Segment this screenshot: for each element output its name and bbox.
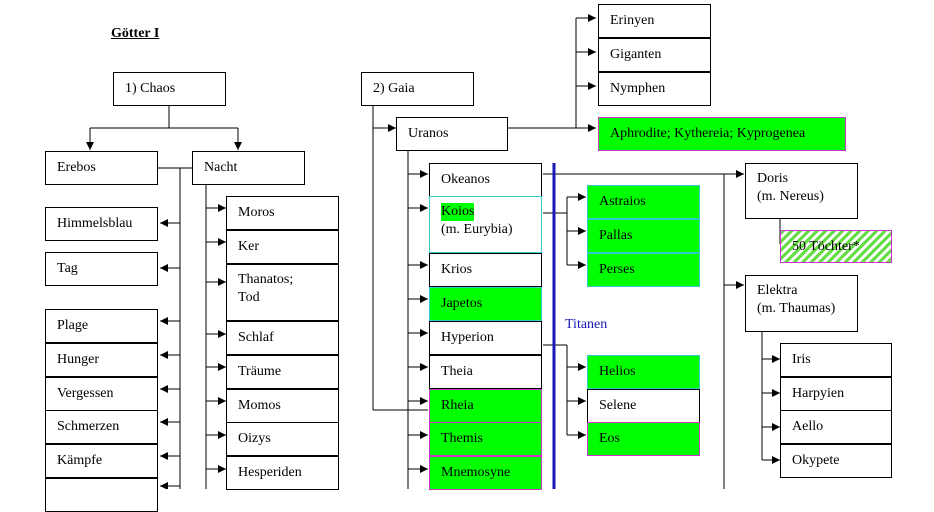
node-plage: Plage [45,309,158,343]
node-helios: Helios [587,355,700,389]
node-thanatos: Thanatos; Tod [226,264,339,321]
node-erebos: Erebos [45,151,158,185]
node-pallas: Pallas [587,219,700,253]
node-elektra-line2: (m. Thaumas) [757,300,836,316]
node-okypete: Okypete [780,444,892,478]
node-japetos: Japetos [429,287,542,321]
node-eos: Eos [587,422,700,456]
node-iris: Iris [780,343,892,377]
node-theia: Theia [429,355,542,389]
node-harpyien: Harpyien [780,377,892,411]
node-momos: Momos [226,389,339,423]
node-giganten: Giganten [598,38,711,72]
node-themis: Themis [429,422,542,456]
node-thanatos-line2: Tod [238,289,260,305]
node-selene: Selene [587,389,700,423]
node-hesperiden: Hesperiden [226,456,339,490]
node-vergessen: Vergessen [45,377,158,411]
node-astraios: Astraios [587,185,700,219]
node-elektra-line1: Elektra [757,283,798,298]
node-doris-line2: (m. Nereus) [757,188,824,204]
node-chaos: 1) Chaos [113,72,226,106]
node-koios: Koios (m. Eurybia) [429,196,542,253]
node-aello: Aello [780,410,892,444]
node-traeume: Träume [226,355,339,389]
node-hyperion: Hyperion [429,321,542,355]
node-doris: Doris (m. Nereus) [745,163,858,219]
node-okeanos: Okeanos [429,163,542,197]
node-rheia: Rheia [429,389,542,423]
diagram-title: Götter I [111,26,160,41]
node-doris-line1: Doris [757,171,789,186]
node-elektra: Elektra (m. Thaumas) [745,275,858,332]
node-koios-line1: Koios [441,203,475,221]
node-koios-line2: (m. Eurybia) [441,221,513,237]
node-kaempfe: Kämpfe [45,444,158,478]
titanen-label: Titanen [565,317,608,332]
node-oizys: Oizys [226,422,339,456]
node-uranos: Uranos [396,117,508,151]
node-toechter: 50 Töchter* [780,230,892,263]
node-gaia: 2) Gaia [361,72,474,106]
node-perses: Perses [587,253,700,287]
node-schmerzen: Schmerzen [45,410,158,444]
node-truncated-left [45,478,158,512]
node-erinyen: Erinyen [598,4,711,38]
node-himmelsblau: Himmelsblau [45,207,158,241]
node-moros: Moros [226,196,339,230]
node-mnemosyne: Mnemosyne [429,456,542,490]
node-nacht: Nacht [192,151,305,185]
node-thanatos-line1: Thanatos; [238,272,294,287]
node-nymphen: Nymphen [598,72,711,106]
node-hunger: Hunger [45,343,158,377]
node-ker: Ker [226,230,339,264]
node-schlaf: Schlaf [226,321,339,355]
node-aphrodite: Aphrodite; Kythereia; Kyprogenea [598,117,846,151]
node-krios: Krios [429,253,542,287]
node-tag: Tag [45,252,158,286]
connector-lines [86,14,794,489]
